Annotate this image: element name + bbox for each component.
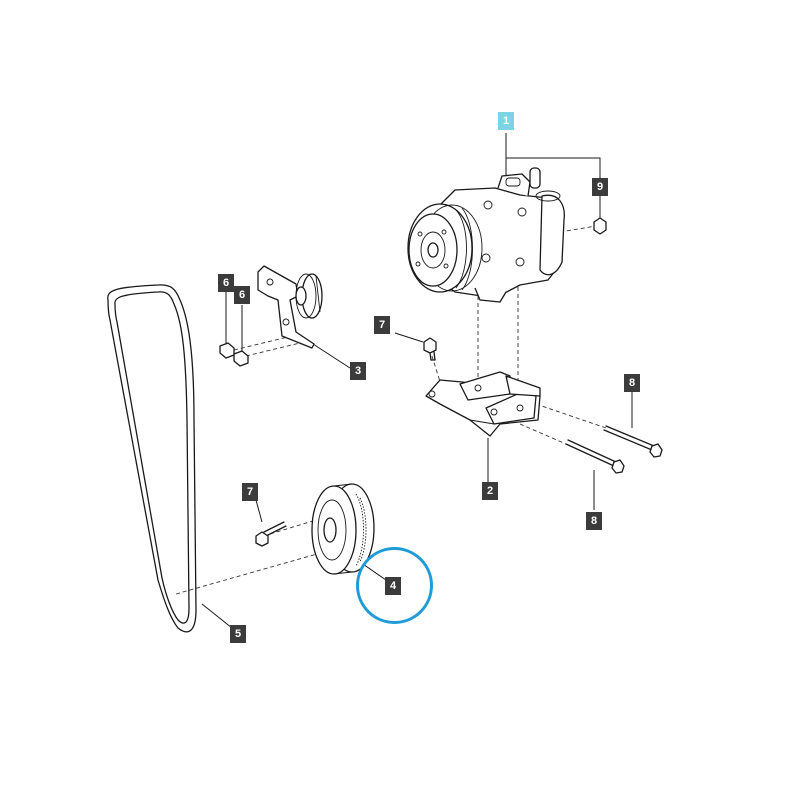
callout-7a[interactable]: 7 bbox=[374, 316, 390, 334]
drive-belt bbox=[107, 284, 197, 633]
ac-compressor bbox=[407, 167, 565, 303]
leader-5 bbox=[201, 603, 233, 629]
callout-1[interactable]: 1 bbox=[498, 112, 514, 130]
bolt-7b bbox=[255, 521, 287, 547]
callout-7b[interactable]: 7 bbox=[242, 483, 258, 501]
leader-3 bbox=[312, 343, 351, 369]
long-bolt-8b bbox=[565, 439, 625, 474]
callout-3[interactable]: 3 bbox=[350, 362, 366, 380]
leader-7a bbox=[394, 332, 424, 343]
nut-9 bbox=[593, 217, 607, 235]
callout-6a[interactable]: 6 bbox=[218, 274, 234, 292]
callout-4[interactable]: 4 bbox=[385, 577, 401, 595]
callout-8b[interactable]: 8 bbox=[586, 512, 602, 530]
leader-7b bbox=[255, 499, 263, 523]
bolt-7a bbox=[423, 337, 437, 361]
callout-8a[interactable]: 8 bbox=[624, 374, 640, 392]
bolt-6b bbox=[233, 350, 249, 367]
callout-6b[interactable]: 6 bbox=[234, 286, 250, 304]
callout-5[interactable]: 5 bbox=[230, 625, 246, 643]
leader-lines bbox=[201, 133, 633, 629]
tensioner-bracket bbox=[257, 265, 323, 349]
callout-2[interactable]: 2 bbox=[482, 482, 498, 500]
assembly-lines bbox=[175, 225, 607, 595]
long-bolt-8a bbox=[603, 425, 663, 458]
callout-9[interactable]: 9 bbox=[592, 178, 608, 196]
crank-pulley bbox=[311, 483, 375, 575]
bolt-6a bbox=[219, 342, 235, 359]
mounting-bracket bbox=[425, 371, 541, 437]
leader-1-9 bbox=[505, 133, 601, 178]
